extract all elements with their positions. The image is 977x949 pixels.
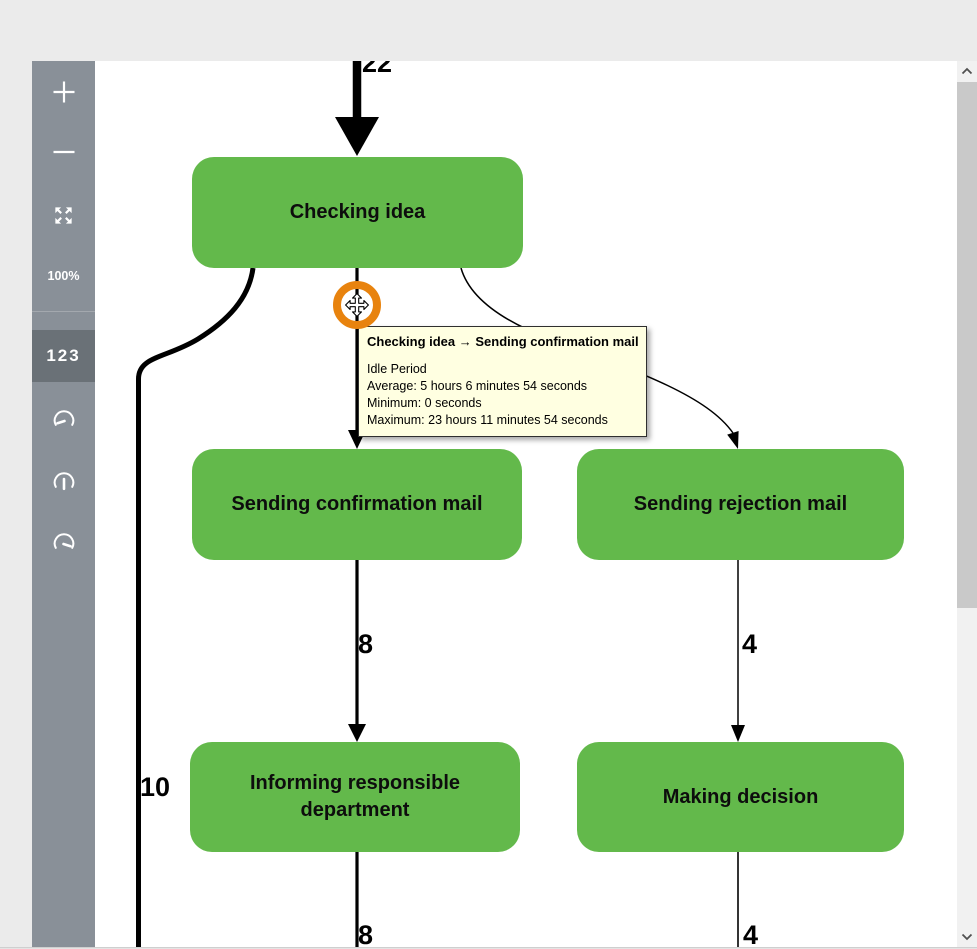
vertical-scrollbar[interactable] (957, 61, 977, 947)
frequency-label: 123 (46, 346, 81, 365)
edge-frequency-label: 8 (358, 920, 374, 948)
edge-frequency-label: 8 (358, 629, 374, 659)
edge-frequency-label: 4 (743, 920, 759, 948)
tooltip-metric-name: Idle Period (367, 362, 427, 376)
edge-frequency-label: 22 (362, 61, 393, 78)
edge-arrowhead-4a (731, 725, 745, 742)
node-making-decision[interactable]: Making decision (577, 742, 904, 852)
zoom-level-indicator: 100% (47, 269, 80, 283)
performance-average-button[interactable] (32, 457, 95, 507)
horizontal-scrollbar[interactable] (0, 947, 977, 949)
edge-arrowhead-rejection (727, 431, 739, 449)
chevron-down-icon (961, 933, 973, 941)
chevron-up-icon (961, 67, 973, 75)
diagram-toolbar: 100% 123 (32, 61, 95, 947)
edge-arrowhead-22 (335, 117, 379, 156)
frequency-view-button[interactable]: 123 (32, 330, 95, 382)
node-checking-idea[interactable]: Checking idea (192, 157, 523, 268)
edge-arrowhead-8a (348, 724, 366, 742)
zoom-out-button[interactable] (32, 127, 95, 177)
vertical-scrollbar-thumb[interactable] (957, 82, 977, 608)
edge-line-10 (136, 267, 256, 947)
edge-frequency-label: 10 (140, 772, 171, 802)
tooltip-minimum: Minimum: 0 seconds (367, 396, 482, 410)
performance-maximum-button[interactable] (32, 518, 95, 568)
expand-arrows-icon (55, 206, 72, 224)
node-sending-rejection-mail[interactable]: Sending rejection mail (577, 449, 904, 560)
tooltip-title: Checking idea → Sending confirmation mai… (367, 334, 639, 349)
node-sending-confirmation-mail[interactable]: Sending confirmation mail (192, 449, 522, 560)
edge-tooltip: Checking idea → Sending confirmation mai… (358, 326, 647, 437)
toolbar-separator (32, 311, 95, 312)
scroll-up-button[interactable] (957, 61, 977, 81)
scroll-down-button[interactable] (957, 927, 977, 947)
tooltip-maximum: Maximum: 23 hours 11 minutes 54 seconds (367, 413, 608, 427)
edge-frequency-label: 4 (742, 629, 758, 659)
plus-icon (53, 81, 74, 103)
node-informing-responsible-department[interactable]: Informing responsible department (190, 742, 520, 852)
zoom-in-button[interactable] (32, 67, 95, 117)
gauge-low-icon (53, 410, 74, 426)
diagram-canvas[interactable]: 22 8 4 10 8 4 Checking idea Sending conf… (95, 61, 957, 947)
performance-minimum-button[interactable] (32, 395, 95, 445)
tooltip-average: Average: 5 hours 6 minutes 54 seconds (367, 379, 588, 393)
fit-to-screen-button[interactable] (32, 190, 95, 240)
minus-icon (53, 150, 74, 154)
gauge-high-icon (53, 533, 74, 549)
gauge-mid-icon (53, 472, 74, 491)
